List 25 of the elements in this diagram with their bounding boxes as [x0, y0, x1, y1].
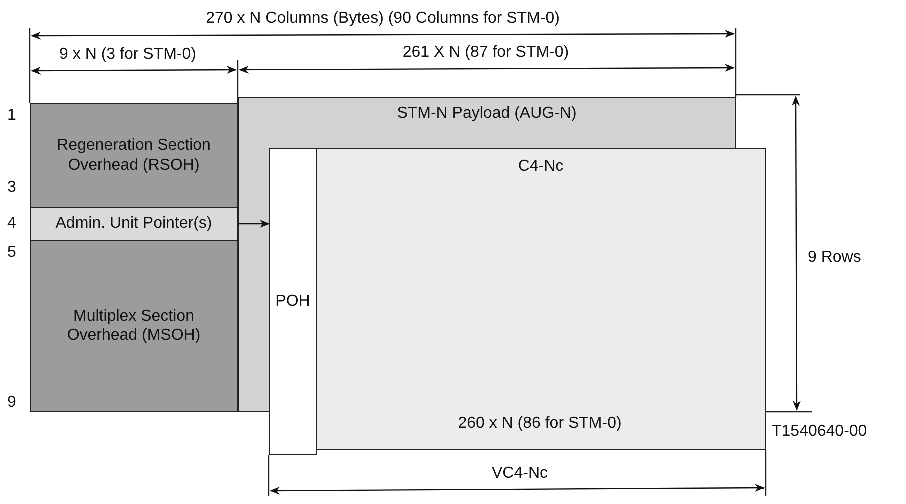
dimension-label: 9 Rows [808, 250, 862, 266]
overhead-block [30, 103, 238, 208]
figure-number: T1540640-00 [772, 424, 868, 440]
row-number: 9 [8, 395, 16, 411]
pointer-row [30, 207, 238, 241]
dimension-label: 260 x N (86 for STM-0) [458, 416, 622, 432]
box-label: STM-N Payload (AUG-N) [397, 104, 577, 124]
row-number: 3 [8, 180, 16, 196]
row-number: 1 [8, 108, 16, 124]
dimension-label: VC4-Nc [492, 466, 548, 482]
container-area [316, 148, 766, 450]
box-label: C4-Nc [518, 157, 564, 176]
box-label: Multiplex Section Overhead (MSOH) [66, 306, 202, 346]
overhead-block [30, 240, 238, 412]
dimension-label: 261 X N (87 for STM-0) [402, 45, 570, 61]
payload-area [238, 97, 736, 148]
row-number: 4 [8, 216, 16, 232]
box-label: POH [276, 292, 310, 312]
dimension-label: 270 x N Columns (Bytes) (90 Columns for STM-0) [206, 11, 560, 27]
row-number: 5 [8, 245, 16, 261]
dimension-label: 9 x N (3 for STM-0) [60, 47, 196, 63]
box-label: Regeneration Section Overhead (RSOH) [56, 136, 212, 175]
overhead-column [269, 148, 317, 455]
arrow [238, 220, 270, 228]
box-label: Admin. Unit Pointer(s) [56, 214, 212, 234]
